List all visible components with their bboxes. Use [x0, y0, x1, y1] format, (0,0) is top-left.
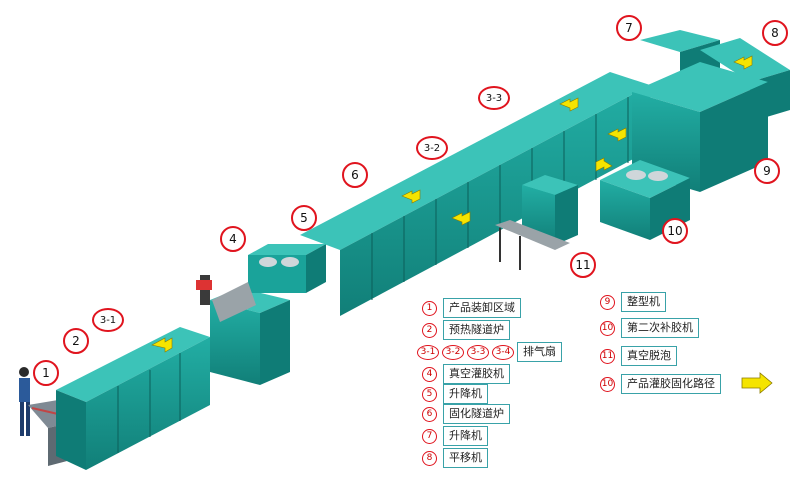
callout-label: 5: [300, 211, 308, 225]
legend-num: 4: [422, 366, 437, 382]
callout-label: 9: [763, 164, 771, 178]
legend-num: 9: [600, 294, 615, 310]
legend-item-10: 10 第二次补胶机: [600, 318, 699, 338]
callout-4: 4: [220, 226, 246, 252]
legend-item-2: 2 预热隧道炉: [422, 320, 510, 340]
legend-label: 排气扇: [517, 342, 562, 362]
legend-label: 预热隧道炉: [443, 320, 510, 340]
legend-label: 平移机: [443, 448, 488, 468]
legend-item-11: 11 真空脱泡: [600, 346, 677, 366]
callout-1: 1: [33, 360, 59, 386]
callout-label: 3-1: [99, 314, 117, 326]
legend-num: 2: [422, 322, 437, 338]
legend-num: 10: [600, 320, 615, 336]
legend-num: 11: [600, 348, 615, 364]
callout-label: 6: [351, 168, 359, 182]
callout-label: 2: [72, 334, 80, 348]
callout-label: 1: [42, 366, 50, 380]
legend-label: 真空脱泡: [621, 346, 677, 366]
callout-2: 2: [63, 328, 89, 354]
callout-6: 6: [342, 162, 368, 188]
callout-label: 7: [625, 21, 633, 35]
legend-item-8: 8 平移机: [422, 448, 488, 468]
legend-num: 3-4: [492, 344, 514, 360]
legend-label: 整型机: [621, 292, 666, 312]
legend-item-exhaust: 3-1 3-2 3-3 3-4 排气扇: [417, 342, 562, 362]
legend-item-5: 5 升降机: [422, 384, 488, 404]
legend-label: 产品装卸区域: [443, 298, 521, 318]
legend-item-4: 4 真空灌胶机: [422, 364, 510, 384]
curing-tunnel-oven: [300, 72, 650, 316]
legend-label: 第二次补胶机: [621, 318, 699, 338]
callout-7: 7: [616, 15, 642, 41]
vacuum-degassing: [495, 175, 578, 270]
callout-label: 8: [771, 26, 779, 40]
legend-label: 固化隧道炉: [443, 404, 510, 424]
legend-num: 3-3: [467, 344, 489, 360]
callout-label: 3-2: [423, 142, 441, 154]
legend-num: 3-1: [417, 344, 439, 360]
legend-num: 8: [422, 450, 437, 466]
second-potting-machine: [600, 160, 690, 240]
callout-9: 9: [754, 158, 780, 184]
legend-num: 3-2: [442, 344, 464, 360]
path-arrow-icon: [741, 372, 773, 394]
legend-num: 5: [422, 386, 437, 402]
operator-figure: [19, 367, 30, 436]
legend-label: 升降机: [443, 426, 488, 446]
callout-3-3: 3-3: [478, 86, 510, 110]
legend-item-1: 1 产品装卸区域: [422, 298, 521, 318]
callout-3-2: 3-2: [416, 136, 448, 160]
flow-arrows: [151, 55, 753, 353]
callout-label: 4: [229, 232, 237, 246]
callout-10: 10: [662, 218, 688, 244]
callout-label: 3-3: [485, 92, 503, 104]
callout-label: 10: [667, 224, 683, 238]
legend-num: 10: [600, 376, 615, 392]
legend-num: 7: [422, 428, 437, 444]
callout-5: 5: [291, 205, 317, 231]
legend-label: 真空灌胶机: [443, 364, 510, 384]
legend-label: 产品灌胶固化路径: [621, 374, 721, 394]
callout-3-1: 3-1: [92, 308, 124, 332]
legend-item-path: 10 产品灌胶固化路径: [600, 374, 721, 394]
callout-11: 11: [570, 252, 596, 278]
legend-item-6: 6 固化隧道炉: [422, 404, 510, 424]
legend-item-7: 7 升降机: [422, 426, 488, 446]
callout-8: 8: [762, 20, 788, 46]
legend-item-9: 9 整型机: [600, 292, 666, 312]
legend-num: 6: [422, 406, 437, 422]
dispensing-frame: [196, 275, 256, 322]
legend-label: 升降机: [443, 384, 488, 404]
legend-num: 1: [422, 300, 437, 316]
callout-label: 11: [575, 258, 591, 272]
